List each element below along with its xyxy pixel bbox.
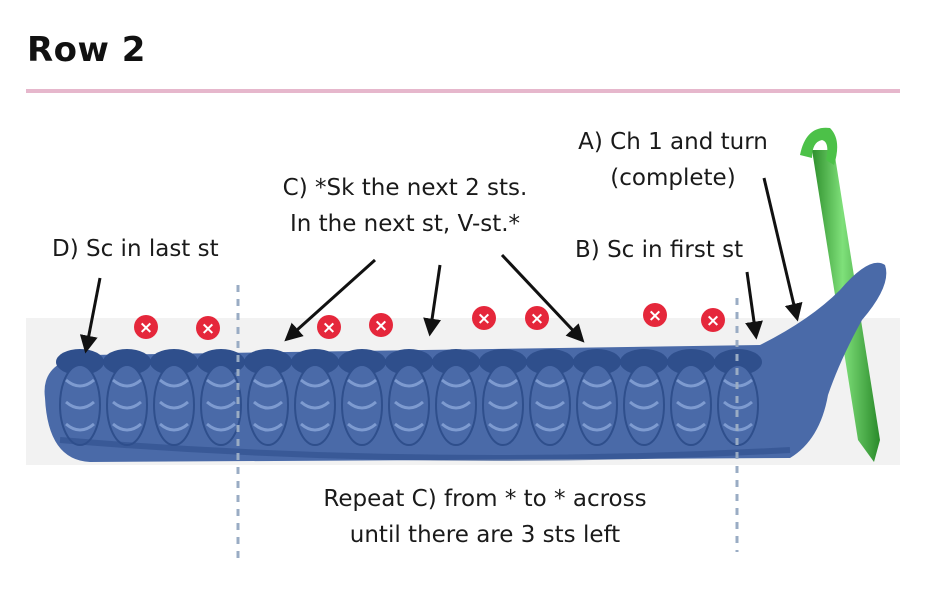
stitch	[338, 349, 386, 446]
stitch	[620, 349, 668, 446]
repeat-note-line2: until there are 3 sts left	[349, 522, 621, 548]
arrow-c-right	[500, 253, 585, 343]
stitch	[291, 349, 339, 446]
skip-marker: ×	[472, 306, 496, 330]
repeat-note-line1: Repeat C) from * to * across	[323, 486, 647, 512]
skip-marker: ×	[369, 313, 393, 337]
label-b: B) Sc in first st	[575, 237, 744, 263]
arrow-b	[745, 271, 763, 340]
stitch	[667, 349, 715, 446]
stitch	[385, 349, 433, 446]
skip-marker: ×	[196, 316, 220, 340]
svg-text:×: ×	[648, 306, 662, 326]
stitch	[526, 349, 574, 446]
stitch	[479, 349, 527, 446]
svg-text:×: ×	[201, 319, 215, 339]
arrow-c-middle	[423, 264, 442, 337]
arrow-d	[79, 277, 102, 354]
skip-marker: ×	[701, 308, 725, 332]
label-a: A) Ch 1 and turn (complete)	[548, 124, 798, 196]
svg-text:×: ×	[374, 316, 388, 336]
skip-marker: ×	[643, 303, 667, 327]
label-c: C) *Sk the next 2 sts. In the next st, V…	[255, 170, 555, 242]
skip-marker: ×	[317, 315, 341, 339]
stitch	[56, 349, 104, 446]
label-c-line2: In the next st, V-st.*	[289, 211, 521, 237]
skip-marker: ×	[525, 306, 549, 330]
stitch	[244, 349, 292, 446]
stitch	[573, 349, 621, 446]
title-underline	[26, 89, 900, 93]
svg-text:×: ×	[322, 318, 336, 338]
skip-marker: ×	[134, 315, 158, 339]
label-d: D) Sc in last st	[52, 236, 219, 262]
arrow-a	[762, 177, 803, 322]
stitch	[197, 349, 245, 446]
crochet-swatch	[44, 262, 887, 462]
stitch	[150, 349, 198, 446]
svg-text:×: ×	[706, 311, 720, 331]
repeat-note: Repeat C) from * to * across until there…	[270, 481, 700, 553]
label-c-line1: C) *Sk the next 2 sts.	[282, 175, 528, 201]
svg-text:×: ×	[139, 318, 153, 338]
stitch	[714, 349, 762, 446]
arrow-c-left	[284, 258, 377, 342]
label-a-line1: A) Ch 1 and turn	[578, 129, 768, 155]
label-a-line2: (complete)	[610, 165, 736, 191]
svg-text:×: ×	[477, 309, 491, 329]
stitch	[432, 349, 480, 446]
svg-text:×: ×	[530, 309, 544, 329]
page-title: Row 2	[27, 30, 146, 70]
